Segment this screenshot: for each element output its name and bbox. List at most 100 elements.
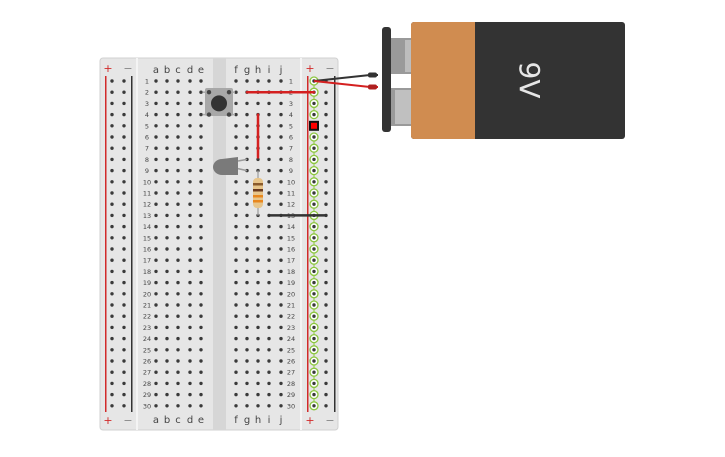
hole-d27[interactable] — [188, 370, 192, 374]
hole-g11[interactable] — [245, 191, 249, 195]
hole-b10[interactable] — [165, 180, 169, 184]
hole-b28[interactable] — [165, 381, 169, 386]
hole-d3[interactable] — [188, 101, 192, 106]
hole-f23[interactable] — [234, 325, 238, 330]
hole-d15[interactable] — [188, 236, 192, 240]
hole-e14[interactable] — [199, 224, 203, 229]
hole-j4[interactable] — [279, 112, 283, 117]
hole-i22[interactable] — [267, 314, 271, 318]
hole-f11[interactable] — [234, 191, 238, 195]
hole-h17[interactable] — [256, 258, 260, 262]
hole-d20[interactable] — [188, 292, 192, 296]
hole-c27[interactable] — [176, 370, 180, 374]
hole-j6[interactable] — [279, 135, 283, 139]
hole-right-rail-plus-20[interactable] — [312, 292, 316, 296]
hole-h19[interactable] — [256, 280, 260, 285]
hole-left-rail-plus-27[interactable] — [110, 370, 114, 374]
hole-right-rail-minus-10[interactable] — [324, 180, 328, 184]
hole-left-rail-minus-25[interactable] — [122, 348, 126, 352]
hole-c1[interactable] — [176, 79, 180, 83]
hole-left-rail-plus-16[interactable] — [110, 247, 114, 251]
hole-left-rail-minus-4[interactable] — [122, 112, 126, 117]
hole-right-rail-plus-11[interactable] — [312, 191, 316, 195]
hole-c9[interactable] — [176, 168, 180, 173]
hole-f3[interactable] — [234, 101, 238, 106]
hole-j19[interactable] — [279, 280, 283, 285]
hole-right-rail-minus-4[interactable] — [324, 112, 328, 117]
hole-right-rail-minus-14[interactable] — [324, 224, 328, 229]
hole-right-rail-plus-7[interactable] — [312, 146, 316, 150]
hole-h20[interactable] — [256, 292, 260, 296]
hole-e24[interactable] — [199, 336, 203, 341]
hole-right-rail-minus-2[interactable] — [324, 90, 328, 94]
hole-right-rail-plus-27[interactable] — [312, 370, 316, 374]
hole-right-rail-minus-17[interactable] — [324, 258, 328, 262]
hole-right-rail-minus-26[interactable] — [324, 359, 328, 363]
hole-right-rail-plus-28[interactable] — [312, 381, 316, 386]
hole-b21[interactable] — [165, 303, 169, 307]
hole-d12[interactable] — [188, 202, 192, 206]
hole-c11[interactable] — [176, 191, 180, 195]
hole-j14[interactable] — [279, 224, 283, 229]
hole-right-rail-minus-20[interactable] — [324, 292, 328, 296]
hole-e15[interactable] — [199, 236, 203, 240]
hole-j20[interactable] — [279, 292, 283, 296]
hole-d6[interactable] — [188, 135, 192, 139]
hole-right-rail-plus-14[interactable] — [312, 224, 316, 229]
hole-j21[interactable] — [279, 303, 283, 307]
hole-left-rail-plus-29[interactable] — [110, 392, 114, 397]
hole-a28[interactable] — [154, 381, 158, 386]
hole-g25[interactable] — [245, 348, 249, 352]
hole-c21[interactable] — [176, 303, 180, 307]
hole-j11[interactable] — [279, 191, 283, 195]
hole-j1[interactable] — [279, 79, 283, 83]
hole-right-rail-plus-17[interactable] — [312, 258, 316, 262]
hole-i3[interactable] — [267, 101, 271, 106]
hole-i27[interactable] — [267, 370, 271, 374]
hole-e3[interactable] — [199, 101, 203, 106]
hole-f29[interactable] — [234, 392, 238, 397]
hole-a26[interactable] — [154, 359, 158, 363]
hole-c3[interactable] — [176, 101, 180, 106]
hole-right-rail-plus-8[interactable] — [312, 157, 316, 162]
hole-e13[interactable] — [199, 213, 203, 218]
hole-e12[interactable] — [199, 202, 203, 206]
hole-b20[interactable] — [165, 292, 169, 296]
resistor[interactable] — [253, 170, 263, 216]
hole-right-rail-minus-9[interactable] — [324, 168, 328, 173]
hole-right-rail-minus-11[interactable] — [324, 191, 328, 195]
hole-c20[interactable] — [176, 292, 180, 296]
hole-left-rail-plus-17[interactable] — [110, 258, 114, 262]
hole-h22[interactable] — [256, 314, 260, 318]
hole-a11[interactable] — [154, 191, 158, 195]
hole-left-rail-minus-15[interactable] — [122, 236, 126, 240]
hole-d2[interactable] — [188, 90, 192, 94]
hole-e30[interactable] — [199, 404, 203, 408]
hole-i8[interactable] — [267, 157, 271, 162]
hole-j30[interactable] — [279, 404, 283, 408]
hole-g24[interactable] — [245, 336, 249, 341]
hole-c26[interactable] — [176, 359, 180, 363]
hole-left-rail-minus-19[interactable] — [122, 280, 126, 285]
hole-d26[interactable] — [188, 359, 192, 363]
hole-e10[interactable] — [199, 180, 203, 184]
hole-left-rail-minus-13[interactable] — [122, 213, 126, 218]
hole-c13[interactable] — [176, 213, 180, 218]
hole-j16[interactable] — [279, 247, 283, 251]
hole-right-rail-minus-28[interactable] — [324, 381, 328, 386]
hole-b23[interactable] — [165, 325, 169, 330]
hole-c8[interactable] — [176, 157, 180, 162]
hole-j23[interactable] — [279, 325, 283, 330]
led-body[interactable] — [213, 157, 238, 175]
hole-f25[interactable] — [234, 348, 238, 352]
hole-d7[interactable] — [188, 146, 192, 150]
hole-j15[interactable] — [279, 236, 283, 240]
hole-i4[interactable] — [267, 112, 271, 117]
hole-right-rail-plus-23[interactable] — [312, 325, 316, 330]
hole-d22[interactable] — [188, 314, 192, 318]
hole-left-rail-minus-1[interactable] — [122, 79, 126, 83]
hole-left-rail-plus-10[interactable] — [110, 180, 114, 184]
hole-e2[interactable] — [199, 90, 203, 94]
hole-f28[interactable] — [234, 381, 238, 386]
hole-right-rail-minus-25[interactable] — [324, 348, 328, 352]
